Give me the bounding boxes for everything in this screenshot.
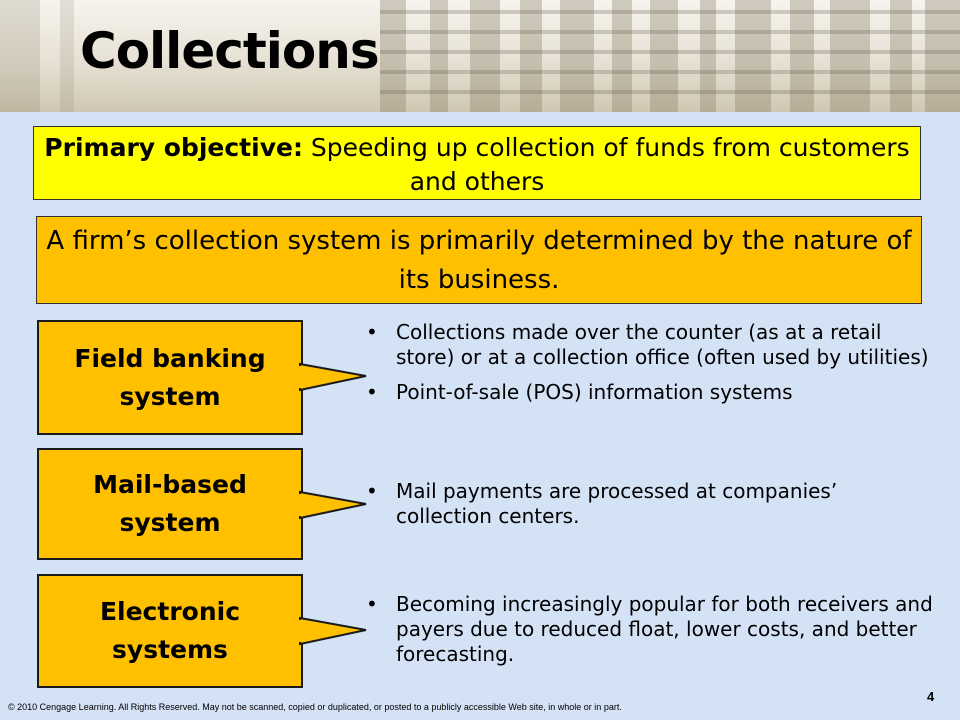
mail-based-bullets: Mail payments are processed at companies… [366,479,936,539]
arrow-field-banking [299,362,367,392]
bullet-item: Mail payments are processed at companies… [366,479,936,529]
field-banking-label-box: Field banking system [37,320,303,435]
bullet-item: Point-of-sale (POS) information systems [366,380,936,405]
copyright-footer: © 2010 Cengage Learning. All Rights Rese… [8,702,622,712]
arrow-mail-based [299,490,367,520]
electronic-systems-label-box: Electronic systems [37,574,303,688]
bullet-item: Becoming increasingly popular for both r… [366,592,936,667]
bullet-item: Collections made over the counter (as at… [366,320,936,370]
header-banner: Collections [0,0,960,112]
mail-based-label-box: Mail-based system [37,448,303,560]
field-banking-bullets: Collections made over the counter (as at… [366,320,936,415]
building-background-image [0,0,960,112]
objective-box: Primary objective: Speeding up collectio… [33,126,921,200]
page-number: 4 [927,689,935,704]
arrow-electronic [299,616,367,646]
slide-title: Collections [80,22,380,80]
statement-box: A firm’s collection system is primarily … [36,216,922,304]
objective-text: Speeding up collection of funds from cus… [302,133,910,196]
objective-label: Primary objective: [44,133,303,162]
electronic-systems-bullets: Becoming increasingly popular for both r… [366,592,936,677]
